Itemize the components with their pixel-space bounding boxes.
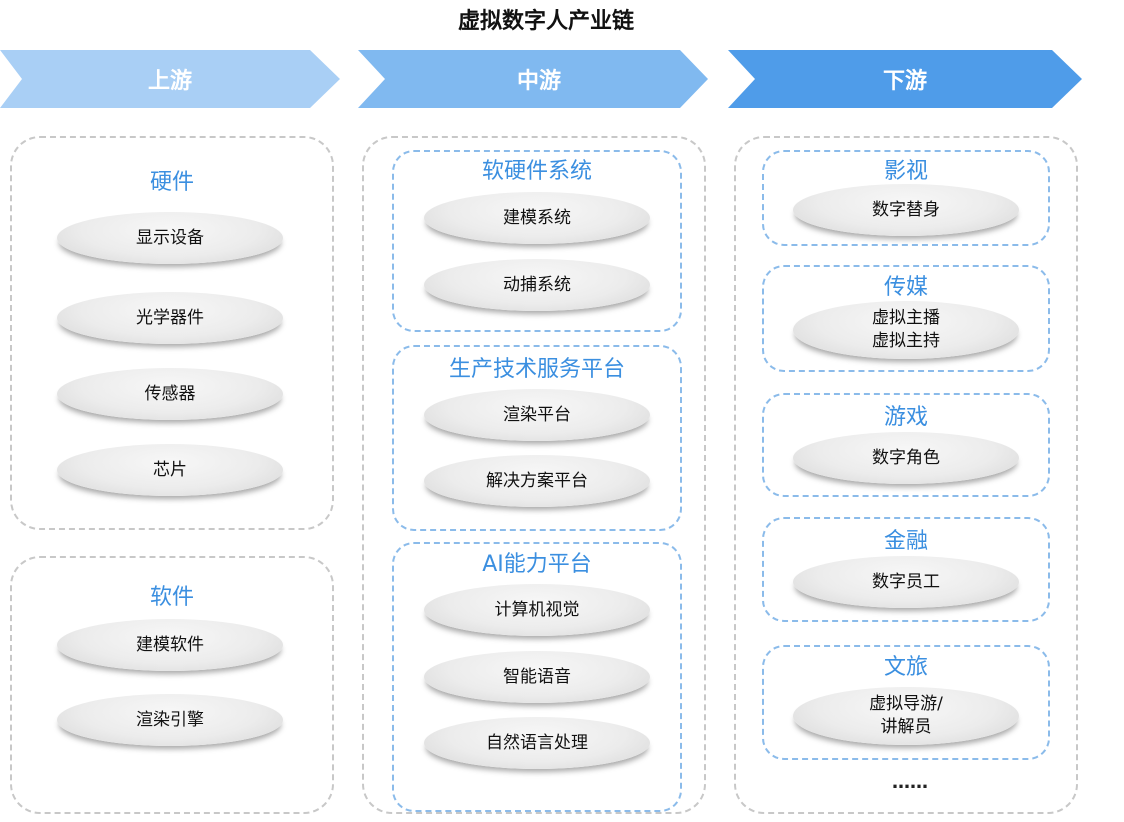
stage-arrow-downstream: 下游 — [728, 50, 1082, 108]
item-line: 虚拟主持 — [872, 331, 940, 351]
midstream-service-platform-group — [392, 345, 682, 531]
stage-label-midstream: 中游 — [516, 69, 561, 94]
item-pill: 建模系统 — [424, 192, 650, 244]
midstream-column — [362, 136, 706, 814]
item-line: 虚拟导游/ — [869, 694, 943, 714]
midstream-ai-platform-group — [392, 542, 682, 812]
item-line: 数字员工 — [872, 572, 940, 592]
group-title-software: 软件 — [149, 585, 194, 610]
item-line: 数字替身 — [872, 200, 940, 220]
midstream-system-group — [392, 150, 682, 332]
downstream-game-group — [762, 393, 1050, 497]
group-title-film: 影视 — [883, 159, 928, 184]
more-ellipsis: …… — [892, 772, 928, 793]
item-pill: 动捕系统 — [424, 259, 650, 311]
item-pill: 芯片 — [57, 444, 283, 496]
downstream-column — [734, 136, 1078, 814]
item-pill: 光学器件 — [57, 292, 283, 344]
downstream-tourism-group — [762, 645, 1050, 760]
downstream-media-group — [762, 265, 1050, 372]
group-title-service-platform: 生产技术服务平台 — [448, 357, 625, 382]
group-title-media: 传媒 — [883, 275, 928, 300]
item-pill: 自然语言处理 — [424, 717, 650, 769]
item-pill: 虚拟主播 虚拟主持 — [793, 301, 1019, 359]
item-line: 讲解员 — [880, 717, 932, 737]
upstream-software-group — [10, 556, 334, 814]
stage-label-downstream: 下游 — [882, 69, 927, 94]
item-line: 数字角色 — [872, 448, 940, 468]
item-pill: 显示设备 — [57, 212, 283, 264]
item-pill: 传感器 — [57, 368, 283, 420]
stage-label-upstream: 上游 — [147, 69, 192, 94]
downstream-finance-group — [762, 517, 1050, 622]
item-pill: 数字员工 — [793, 556, 1019, 608]
item-line: 虚拟主播 — [872, 308, 940, 328]
item-pill: 计算机视觉 — [424, 584, 650, 636]
downstream-film-group — [762, 150, 1050, 246]
stage-arrow-upstream: 上游 — [0, 50, 340, 108]
item-pill: 渲染引擎 — [57, 694, 283, 746]
group-title-game: 游戏 — [883, 405, 928, 430]
group-title-hardware: 硬件 — [149, 170, 194, 195]
item-pill: 智能语音 — [424, 651, 650, 703]
item-pill: 建模软件 — [57, 619, 283, 671]
item-pill: 解决方案平台 — [424, 455, 650, 507]
item-pill: 数字替身 — [793, 184, 1019, 236]
item-pill: 渲染平台 — [424, 389, 650, 441]
group-title-ai-platform: AI能力平台 — [482, 552, 592, 577]
group-title-system: 软硬件系统 — [481, 159, 592, 184]
upstream-hardware-group — [10, 136, 334, 530]
page-title: 虚拟数字人产业链 — [457, 9, 634, 34]
group-title-tourism: 文旅 — [883, 655, 928, 680]
group-title-finance: 金融 — [883, 529, 928, 554]
item-pill: 数字角色 — [793, 432, 1019, 484]
item-pill: 虚拟导游/ 讲解员 — [793, 687, 1019, 745]
stage-arrow-midstream: 中游 — [358, 50, 708, 108]
